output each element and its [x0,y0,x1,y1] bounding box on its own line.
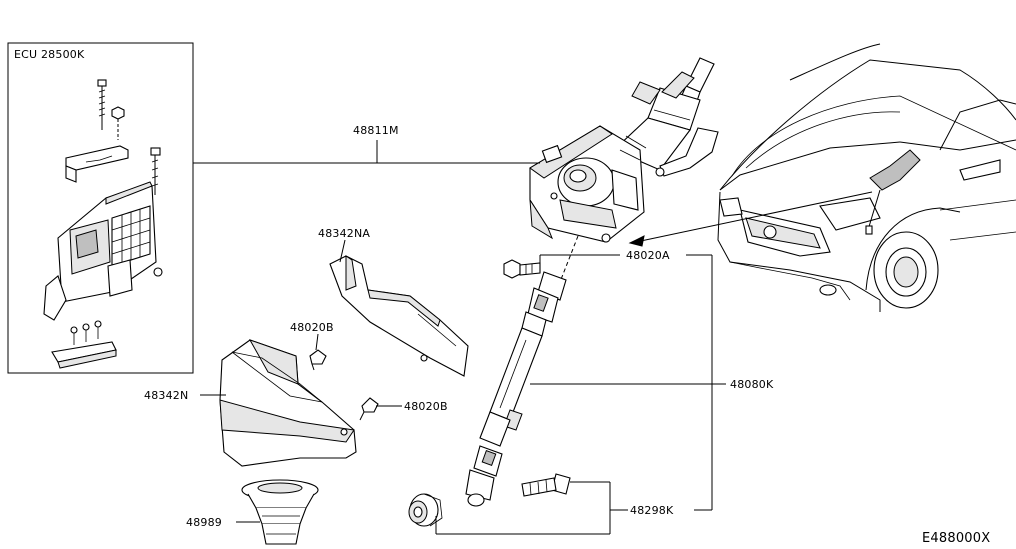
ecu-inset: ECU 28500K [7,42,194,374]
ecu-bolt-right [150,147,161,195]
vehicle-illustration [717,43,1016,312]
ecu-inset-label: ECU 28500K [14,48,85,61]
label-48020B-upper: 48020B [290,321,334,334]
intermediate-shaft [465,235,579,507]
screw-48020A [503,259,541,279]
ecu-bracket [65,145,129,183]
label-48811M: 48811M [353,124,399,137]
yoke-ring [408,493,443,527]
label-48080K: 48080K [730,378,774,391]
diagram-code: E488000X [922,531,990,546]
cover-upper [329,255,469,377]
ecu-unit [43,181,163,321]
label-48020B-lower: 48020B [404,400,448,413]
label-48342N: 48342N [144,389,188,402]
location-arrow [628,191,873,247]
clip-48020B-upper [309,349,327,371]
part-labels: 48811M 48342NA 48020A 48020B 48020B 4834… [144,124,774,529]
label-48298K: 48298K [630,504,674,517]
steering-column [529,57,719,243]
leader-lines [193,140,726,535]
ecu-inset-frame [7,42,194,374]
clip-48020B-lower [359,397,379,421]
ecu-screws [70,320,102,345]
ecu-bolt [97,79,107,130]
ecu-connector [51,341,117,369]
boot-seal [241,479,319,545]
clamp-bolt [521,473,571,497]
label-48020A: 48020A [626,249,670,262]
cover-lower [219,339,357,467]
ecu-nut [111,106,125,140]
label-48989: 48989 [186,516,222,529]
label-48342NA: 48342NA [318,227,370,240]
